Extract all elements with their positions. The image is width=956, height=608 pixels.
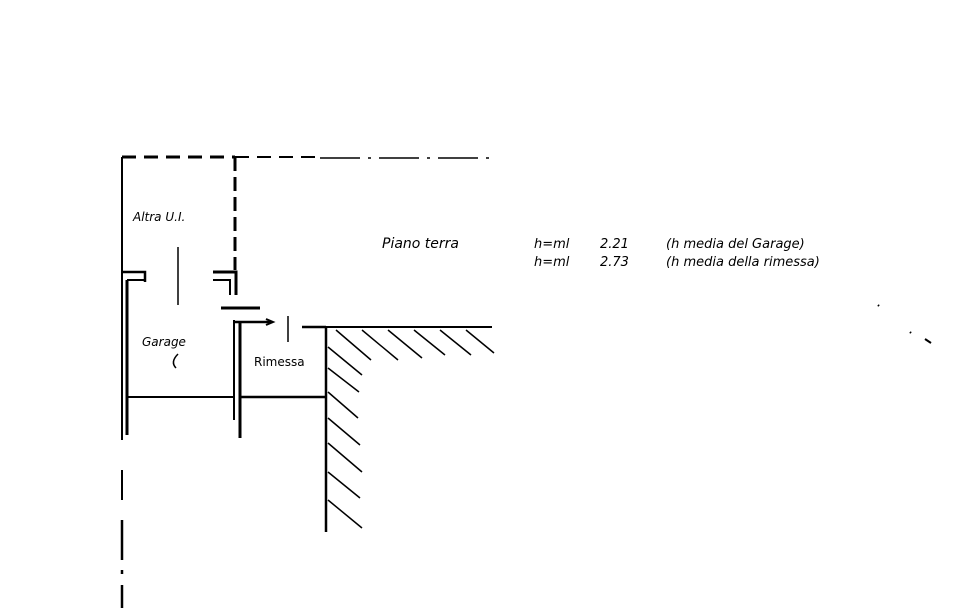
height-note-1-description: (h media del Garage) bbox=[666, 237, 805, 252]
height-note-1-prefix: h=ml bbox=[534, 237, 570, 252]
left-wall bbox=[120, 157, 129, 608]
height-note-1-value: 2.21 bbox=[600, 237, 629, 252]
floor-label: Piano terra bbox=[382, 236, 459, 252]
property-boundary-dashed bbox=[122, 155, 492, 270]
room-label-altra-ui: Altra U.I. bbox=[132, 210, 185, 224]
door-swing-mark bbox=[172, 353, 179, 369]
height-note-2-value: 2.73 bbox=[600, 255, 629, 270]
stray-marks bbox=[877, 304, 932, 344]
room-label-garage: Garage bbox=[142, 335, 186, 349]
partition-wall bbox=[221, 306, 326, 438]
height-note-2: h=ml 2.73 (h media della rimessa) bbox=[534, 255, 820, 270]
ground-hatching bbox=[327, 329, 495, 529]
height-note-2-prefix: h=ml bbox=[534, 255, 570, 270]
room-label-rimessa: Rimessa bbox=[254, 355, 305, 369]
wall-stubs bbox=[122, 247, 238, 305]
height-note-1: h=ml 2.21 (h media del Garage) bbox=[534, 237, 805, 252]
height-note-2-description: (h media della rimessa) bbox=[666, 255, 820, 270]
retaining-wall bbox=[324, 326, 495, 532]
